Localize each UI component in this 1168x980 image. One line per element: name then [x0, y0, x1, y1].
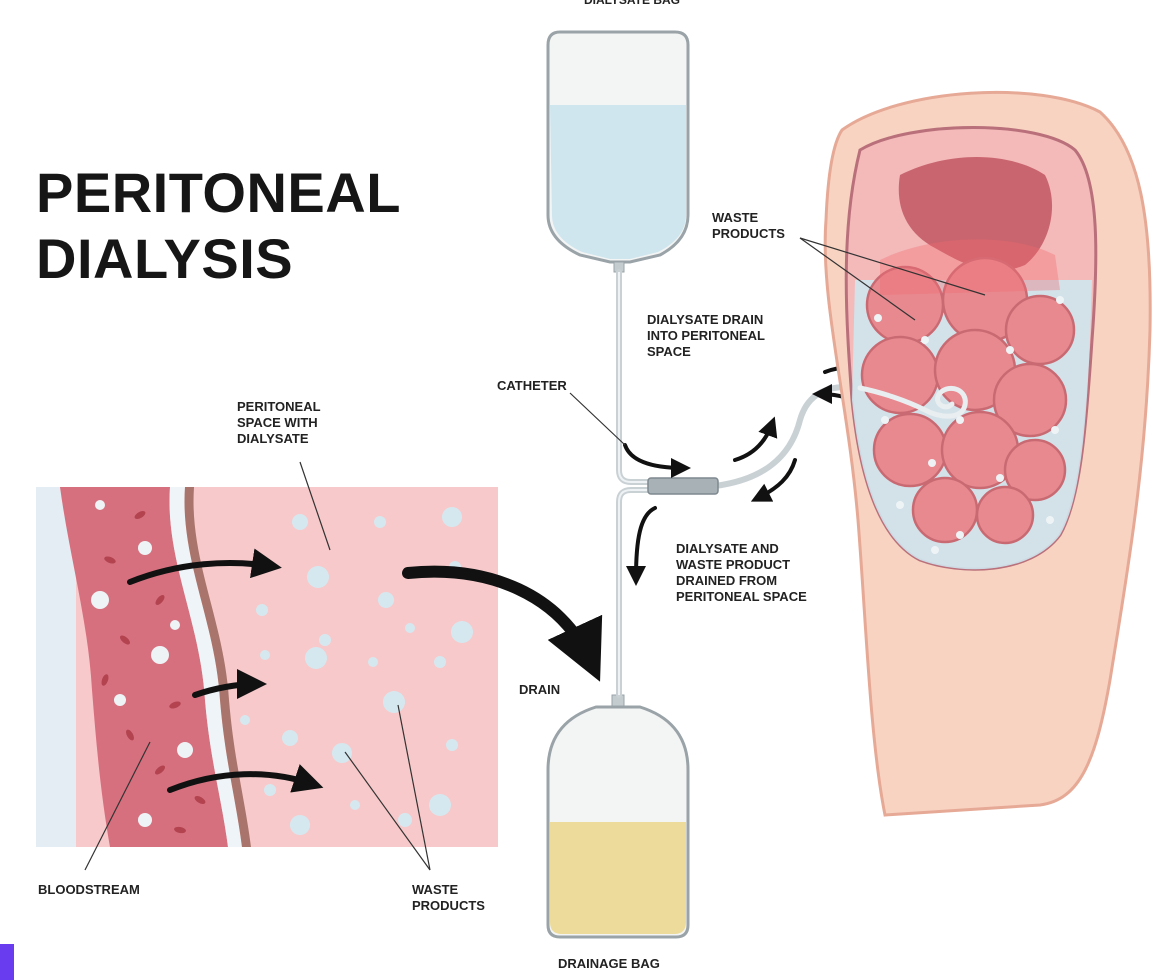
label-dialysate-drain: DIALYSATE DRAIN INTO PERITONEAL SPACE: [647, 312, 765, 360]
label-bloodstream: BLOODSTREAM: [38, 882, 140, 898]
diagram-title: PERITONEAL DIALYSIS: [36, 160, 401, 292]
label-dialysate-bag: DIALYSATE BAG: [567, 0, 697, 8]
drainage-bag: [548, 695, 688, 937]
label-drainage-bag: DRAINAGE BAG: [558, 956, 660, 972]
dialysate-bag: [548, 32, 688, 272]
label-catheter: CATHETER: [497, 378, 567, 394]
corner-badge: [0, 944, 14, 980]
label-drain: DRAIN: [519, 682, 560, 698]
label-dialysate-drained: DIALYSATE AND WASTE PRODUCT DRAINED FROM…: [676, 541, 807, 605]
label-waste-products-bottom: WASTE PRODUCTS: [412, 882, 485, 914]
label-waste-products-top: WASTE PRODUCTS: [712, 210, 785, 242]
abdomen: [825, 92, 1150, 815]
catheter-connector: [648, 478, 718, 494]
tissue-panel: [36, 487, 498, 847]
label-peritoneal-space: PERITONEAL SPACE WITH DIALYSATE: [237, 399, 321, 447]
title-line-2: DIALYSIS: [36, 226, 401, 292]
title-line-1: PERITONEAL: [36, 160, 401, 226]
